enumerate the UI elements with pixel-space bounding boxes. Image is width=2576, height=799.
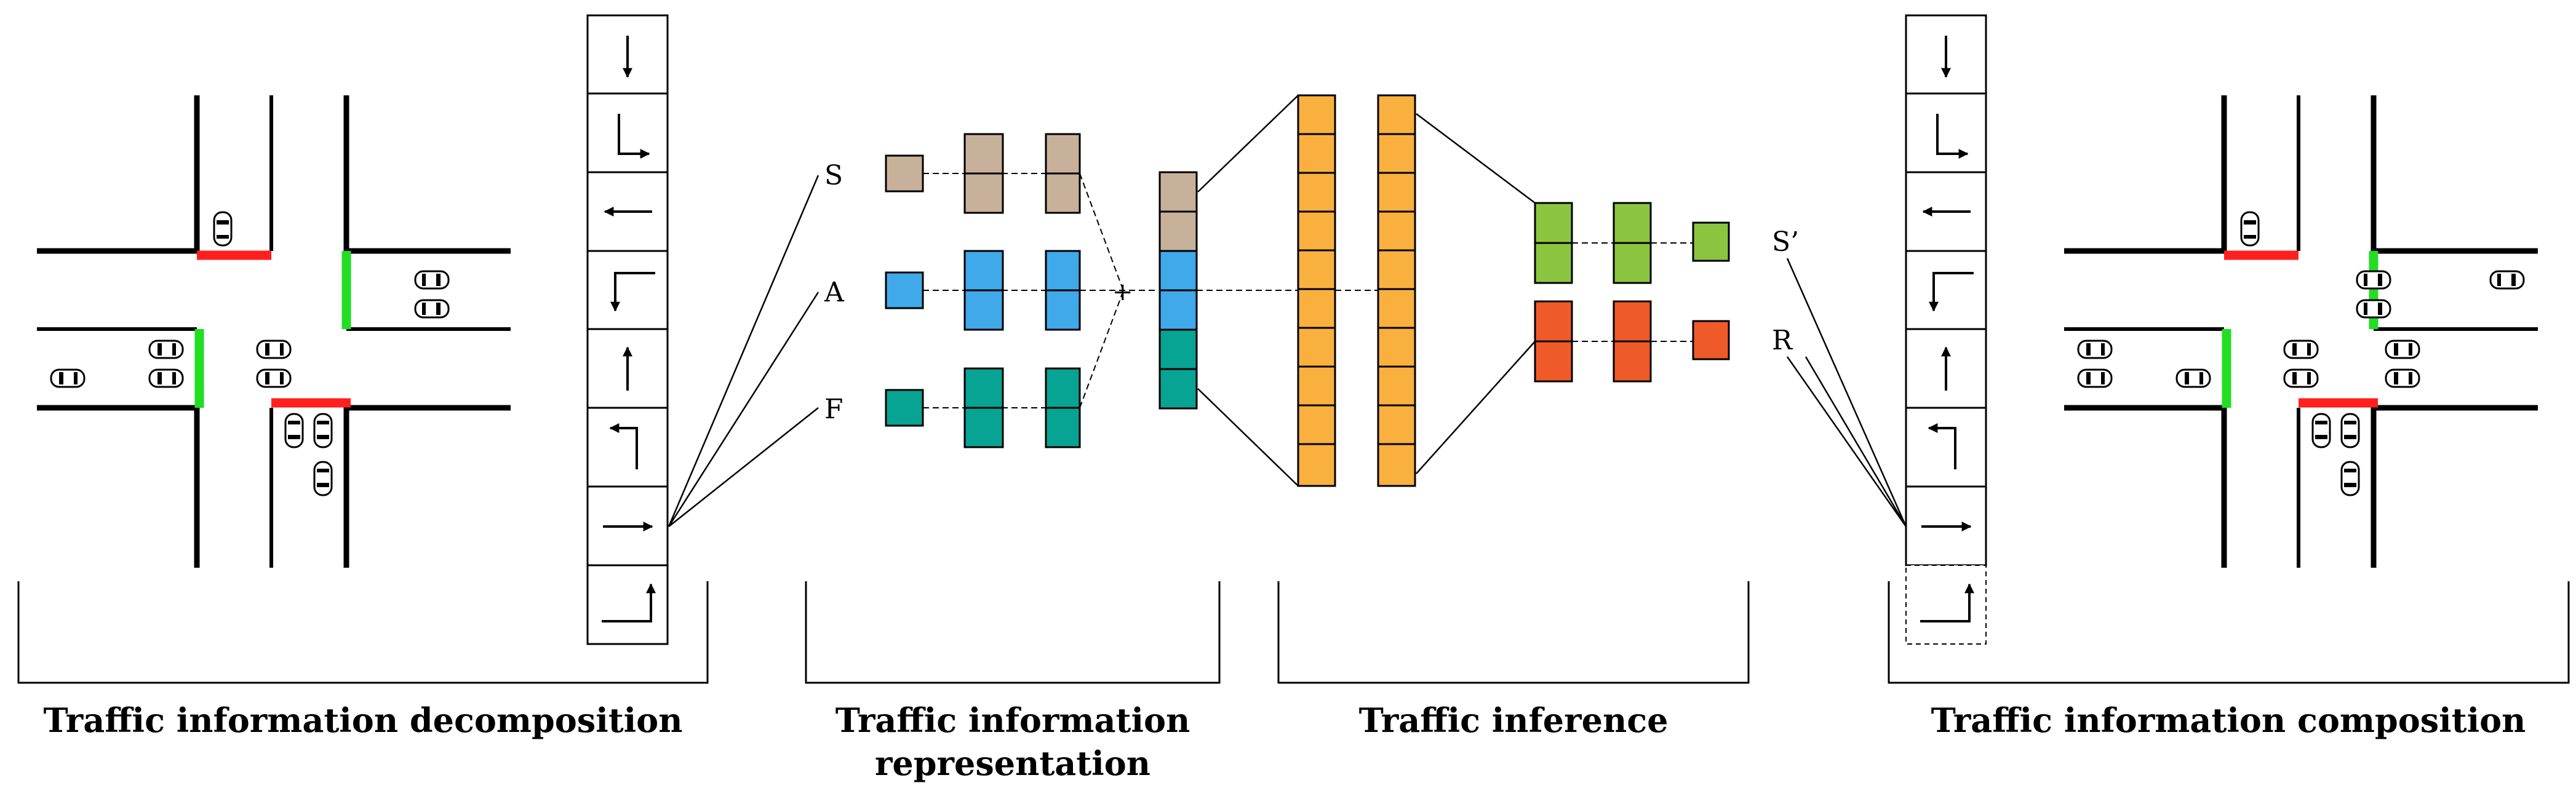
lane-column-right [1905,14,1987,645]
caption-representation-line1: Traffic information [835,701,1190,740]
car-icon [148,368,184,388]
car-icon [148,340,184,359]
lane-column-left [586,14,669,645]
road-edges [37,95,511,568]
caption-representation-line2: representation [875,744,1150,783]
car-icon [2283,368,2319,388]
car-icon [313,461,333,496]
next-state-label: S’ [1772,226,1799,258]
composition-links [1786,258,1907,527]
car-icon [2385,368,2420,388]
car-icon [2385,340,2420,359]
car-icon [2356,299,2391,319]
representation-block: S A F + [824,133,1198,448]
intersection-right [2064,95,2538,568]
right-up-turn-icon [602,583,656,622]
car-icon [256,340,292,359]
car-icon [2077,340,2113,359]
concat-plus: + [1112,278,1133,306]
car-icon [256,368,292,388]
action-label: A [824,277,845,308]
car-icon [2356,270,2391,290]
reward-label: R [1772,325,1793,356]
section-brackets [17,581,2570,684]
hidden-layer-1 [1297,94,1336,487]
car-icon [50,368,86,388]
intersection-left [37,95,511,568]
vehicles [2077,211,2525,496]
inference-block: S’ R [1197,94,1799,487]
car-icon [2340,413,2360,448]
decomposition-links [668,175,819,527]
state-label: S [824,160,843,191]
up-left-turn-icon [609,423,638,469]
hidden-layer-2 [1377,94,1416,487]
car-icon [284,413,304,448]
car-icon [414,299,450,319]
left-down-turn-icon [1929,272,1974,312]
car-icon [213,211,233,247]
car-icon [2240,211,2260,247]
caption-composition: Traffic information composition [1931,701,2526,740]
car-icon [2311,413,2331,448]
signal-bars [194,250,351,408]
car-icon [2175,368,2211,388]
car-icon [313,413,333,448]
car-icon [2077,368,2113,388]
left-down-turn-icon [610,272,655,312]
car-icon [2340,461,2360,496]
caption-inference: Traffic inference [1359,701,1669,740]
car-icon [2283,340,2319,359]
caption-decomposition: Traffic information decomposition [44,701,683,740]
car-icon [414,270,450,290]
car-icon [2489,270,2525,290]
down-right-turn-icon [618,114,650,159]
road-edges [2064,95,2538,568]
right-up-turn-icon [1920,583,1974,622]
feature-label: F [824,394,843,425]
up-left-turn-icon [1928,423,1956,469]
down-right-turn-icon [1936,114,1969,159]
